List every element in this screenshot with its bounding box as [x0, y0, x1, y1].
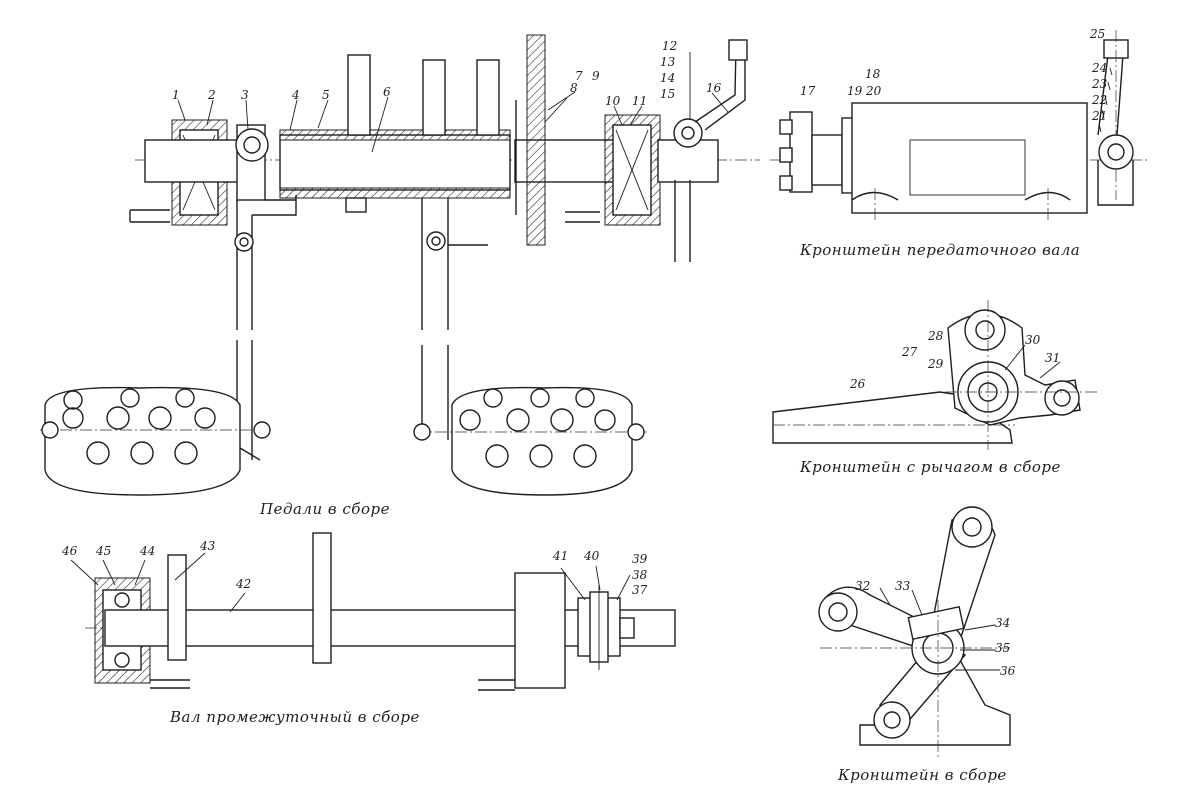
lever-bracket-drawing — [772, 300, 1100, 450]
label-9: 9 — [592, 69, 600, 83]
label-19: 19 — [847, 84, 863, 98]
label-2: 2 — [207, 88, 216, 102]
left-pedal-pad — [40, 386, 271, 496]
label-43: 43 — [199, 539, 216, 553]
label-36: 36 — [1000, 664, 1016, 678]
right-pedal-pad — [413, 386, 650, 496]
shaft-part-labels: 37 38 39 40 41 42 43 44 45 46 — [61, 539, 648, 597]
label-46: 46 — [61, 544, 78, 558]
label-12: 12 — [662, 39, 677, 53]
intermediate-shaft-drawing — [70, 532, 676, 691]
label-22: 22 — [1091, 93, 1107, 107]
caption-transfer-shaft-bracket: Кронштейн передаточного вала — [799, 241, 1080, 259]
label-5: 5 — [322, 88, 330, 102]
label-33: 33 — [895, 579, 911, 593]
bracket-assembly-drawing — [818, 506, 1011, 760]
label-44: 44 — [139, 544, 155, 558]
label-3: 3 — [241, 88, 249, 102]
label-40: 40 — [583, 549, 600, 563]
label-7: 7 — [575, 69, 583, 83]
label-16: 16 — [706, 81, 722, 95]
label-18: 18 — [865, 67, 881, 81]
pedals-part-labels: 1 2 3 4 5 6 7 8 9 10 11 12 13 14 15 16 — [172, 39, 722, 108]
label-28: 28 — [927, 329, 944, 343]
label-8: 8 — [570, 81, 578, 95]
label-26: 26 — [849, 377, 866, 391]
pedals-assembly-drawing — [40, 34, 760, 496]
label-45: 45 — [95, 544, 111, 558]
label-38: 38 — [632, 568, 648, 582]
lever-bracket-labels: 26 27 28 29 30 31 — [849, 329, 1060, 391]
transfer-shaft-bracket-drawing — [770, 30, 1150, 220]
caption-lever-bracket: Кронштейн с рычагом в сборе — [799, 458, 1061, 476]
label-20: 20 — [865, 84, 882, 98]
label-17: 17 — [800, 84, 816, 98]
label-6: 6 — [383, 85, 391, 99]
label-41: 41 — [552, 549, 568, 563]
label-25: 25 — [1089, 27, 1105, 41]
label-27: 27 — [901, 345, 918, 359]
label-10: 10 — [605, 94, 621, 108]
label-42: 42 — [235, 577, 251, 591]
label-24: 24 — [1091, 61, 1107, 75]
transfer-bracket-labels: 17 18 19 20 21 22 23 24 25 — [800, 27, 1108, 123]
label-4: 4 — [291, 88, 300, 102]
label-29: 29 — [927, 357, 944, 371]
label-13: 13 — [660, 55, 676, 69]
label-34: 34 — [995, 616, 1010, 630]
label-32: 32 — [855, 579, 870, 593]
label-23: 23 — [1091, 77, 1108, 91]
caption-intermediate-shaft: Вал промежуточный в сборе — [169, 708, 420, 726]
caption-bracket-assembly: Кронштейн в сборе — [837, 766, 1007, 784]
label-15: 15 — [660, 87, 675, 101]
label-30: 30 — [1025, 333, 1041, 347]
label-31: 31 — [1045, 351, 1060, 365]
label-37: 37 — [632, 583, 648, 597]
label-1: 1 — [172, 88, 180, 102]
label-39: 39 — [632, 552, 648, 566]
label-21: 21 — [1091, 109, 1107, 123]
label-35: 35 — [995, 641, 1010, 655]
label-14: 14 — [660, 71, 675, 85]
bracket-assembly-labels: 32 33 34 35 36 — [855, 579, 1016, 678]
caption-pedals: Педали в сборе — [259, 500, 390, 518]
label-11: 11 — [632, 94, 647, 108]
